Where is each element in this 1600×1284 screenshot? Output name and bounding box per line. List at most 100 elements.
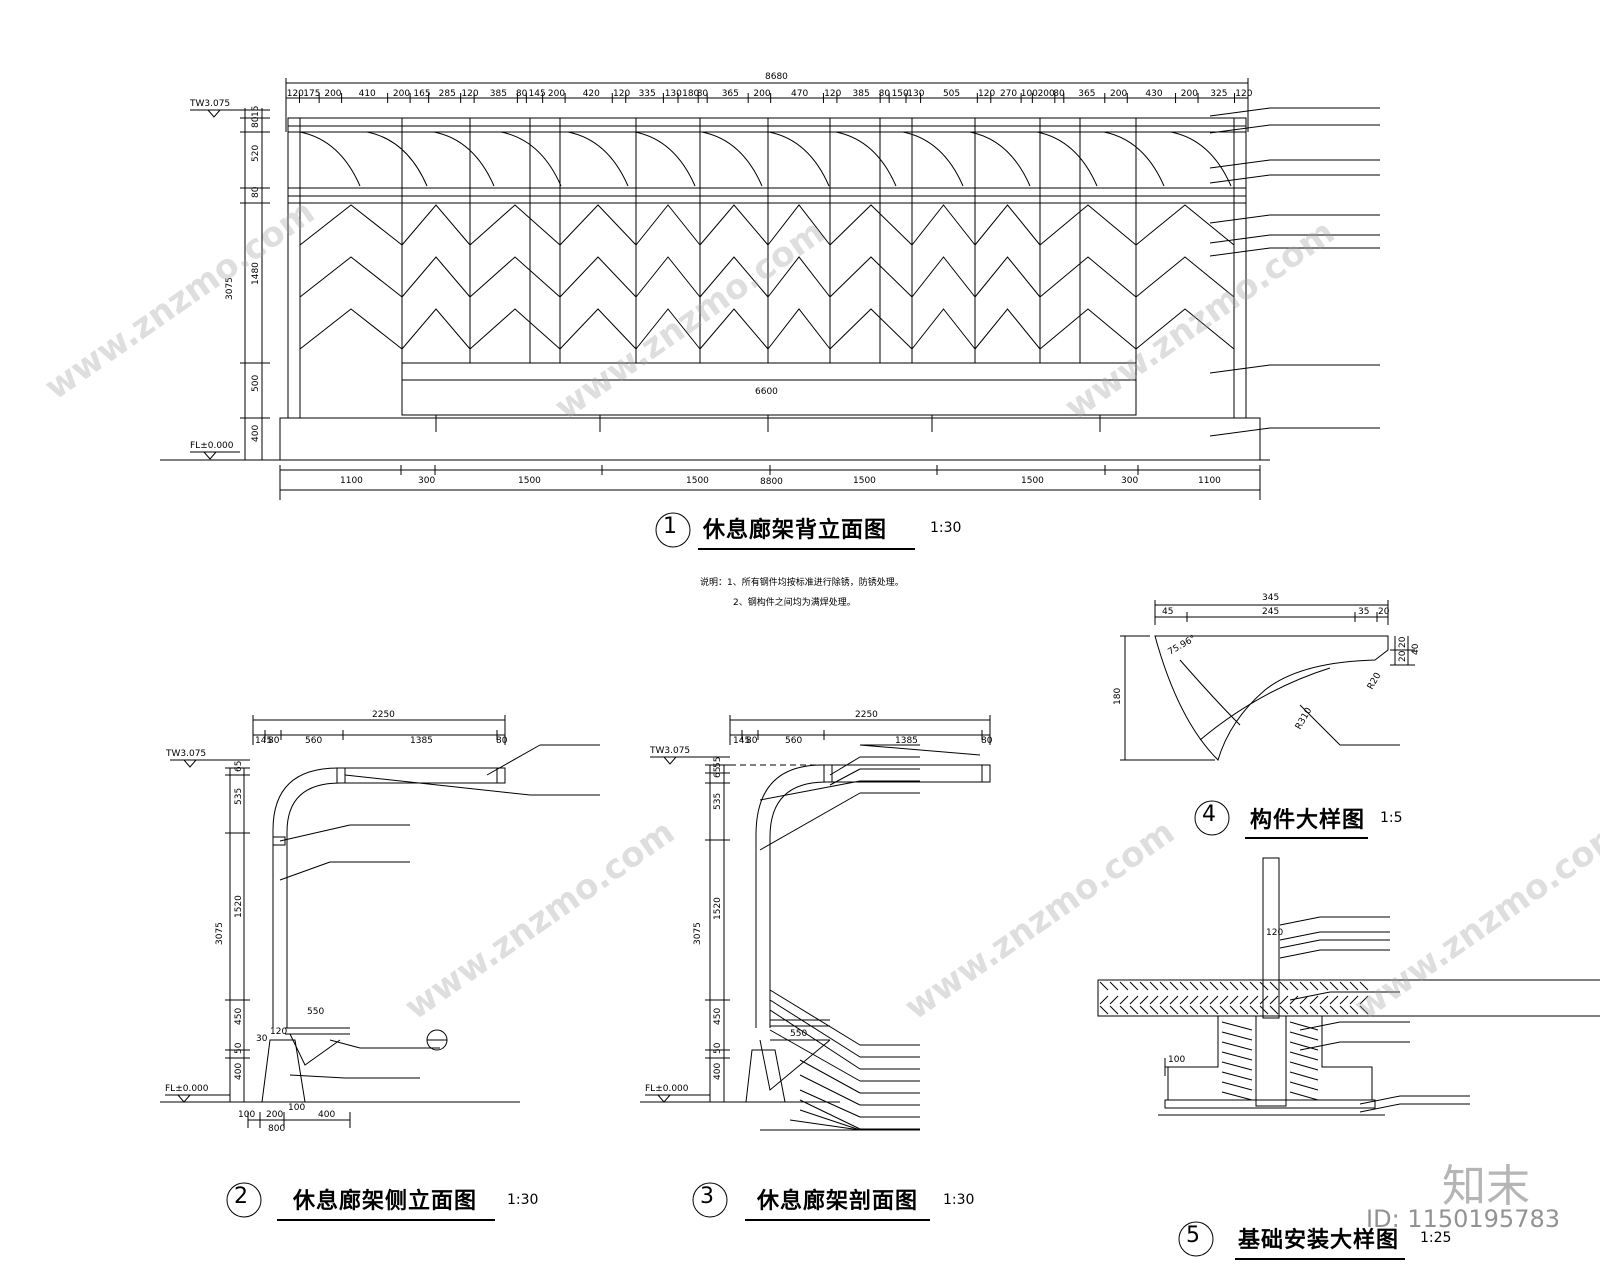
bottom-dim-text: 200 [266, 1110, 283, 1120]
top-dim-text: 420 [583, 89, 600, 99]
top-dim-text: 505 [943, 89, 960, 99]
d2-scale: 1:30 [507, 1192, 539, 1208]
hatch-line [1269, 995, 1279, 1005]
bottom-dim-text: 1100 [340, 476, 363, 486]
d1-level-floor: FL±0.000 [190, 441, 234, 451]
d4-top-total: 345 [1262, 593, 1279, 603]
hatch-line [1139, 995, 1149, 1005]
left-dim-text: 65 [713, 767, 723, 778]
d3-dim-a: 145 [733, 736, 750, 746]
hatch-line [1349, 1005, 1359, 1015]
leader-line [1299, 1041, 1341, 1051]
top-dim-text: 365 [1078, 89, 1095, 99]
hatch-line [1329, 995, 1339, 1005]
hatch-line [1221, 1041, 1253, 1051]
hatch-line [1229, 981, 1239, 991]
d5-number: 5 [1186, 1223, 1200, 1248]
hatch-line [1289, 1031, 1319, 1041]
leader-line [1209, 234, 1271, 244]
left-dim-text: 65 [234, 761, 244, 772]
d2-dim-b: 80 [268, 736, 280, 746]
left-dim-text: 1520 [713, 897, 723, 920]
d4-dim-4: 20 [1378, 607, 1390, 617]
brace-line [911, 256, 976, 298]
top-dim-text: 200 [548, 89, 565, 99]
hatch-line [1209, 995, 1219, 1005]
d1-left-total: 3075 [225, 277, 235, 300]
roof-arc [500, 131, 562, 187]
roof-arc [902, 131, 964, 187]
top-dim-text: 200 [1038, 89, 1055, 99]
leader-line [1209, 174, 1271, 184]
hatch-line [1259, 981, 1269, 991]
hatch-line [1189, 1005, 1199, 1015]
top-dim-text: 175 [303, 89, 320, 99]
hatch-line [1289, 1061, 1319, 1071]
d2-level-floor: FL±0.000 [165, 1084, 209, 1094]
roof-arc [768, 131, 830, 187]
brace-line [401, 308, 471, 350]
hatch-line [1269, 1005, 1279, 1015]
hatch-line [1169, 981, 1179, 991]
leader-line [759, 780, 861, 801]
hatch-line [1349, 981, 1359, 991]
hatch-line [1299, 981, 1309, 991]
leader-line [829, 768, 861, 786]
hatch-line [1249, 1005, 1259, 1015]
brace-line [829, 256, 913, 298]
top-dim-text: 335 [639, 89, 656, 99]
brace-line [401, 204, 471, 246]
leader-line [829, 756, 861, 776]
leader-line [1209, 159, 1271, 169]
top-dim-text: 200 [1181, 89, 1198, 99]
brace-line [559, 308, 637, 350]
hatch-line [1139, 1005, 1149, 1015]
hatch-line [1359, 981, 1369, 991]
d2-offset: 30 [256, 1034, 268, 1044]
hatch-line [1139, 981, 1149, 991]
top-dim-text: 80 [697, 89, 709, 99]
d4-dim-1: 45 [1162, 607, 1173, 617]
left-dim-text: 450 [713, 1008, 723, 1025]
leader-line [769, 989, 861, 1046]
top-dim-text: 200 [324, 89, 341, 99]
hatch-line [1109, 995, 1119, 1005]
bottom-dim-text: 300 [418, 476, 435, 486]
hatch-line [1239, 1005, 1249, 1015]
side-elevation [160, 715, 600, 1128]
top-dim-text: 285 [439, 89, 456, 99]
top-dim-text: 365 [722, 89, 739, 99]
top-dim-text: 325 [1210, 89, 1227, 99]
leader-line [1289, 991, 1331, 1001]
hatch-line [1179, 995, 1189, 1005]
hatch-line [1289, 981, 1299, 991]
bottom-dim-text: 1500 [686, 476, 709, 486]
d1-top-total: 8680 [765, 72, 788, 82]
brace-line [1039, 308, 1137, 350]
leader-line [799, 1059, 861, 1094]
left-dim-text: 535 [234, 788, 244, 805]
roof-arc [1103, 131, 1165, 187]
hatch-line [1119, 1005, 1129, 1015]
brace-line [559, 204, 637, 246]
bottom-dim-text: 800 [268, 1124, 285, 1134]
hatch-line [1209, 981, 1219, 991]
roof-arc [835, 131, 897, 187]
hatch-line [1221, 1031, 1253, 1041]
note-line-1: 说明：1、所有钢件均按标准进行除锈，防锈处理。 [700, 578, 904, 588]
left-dim-text: 1480 [251, 262, 261, 285]
d4-title: 构件大样图 [1250, 808, 1366, 833]
leader-line [1209, 427, 1271, 437]
hatch-line [1169, 1005, 1179, 1015]
hatch-line [1221, 1071, 1253, 1081]
hatch-line [1309, 1005, 1319, 1015]
hatch-line [1349, 995, 1359, 1005]
d2-post: 120 [270, 1027, 287, 1037]
brace-line [911, 204, 976, 246]
top-dim-text: 120 [1235, 89, 1252, 99]
brace-line [699, 308, 769, 350]
top-dim-text: 385 [490, 89, 507, 99]
hatch-line [1239, 995, 1249, 1005]
hatch-line [1149, 1005, 1159, 1015]
watermark-brand: 知末 [1442, 1161, 1530, 1212]
